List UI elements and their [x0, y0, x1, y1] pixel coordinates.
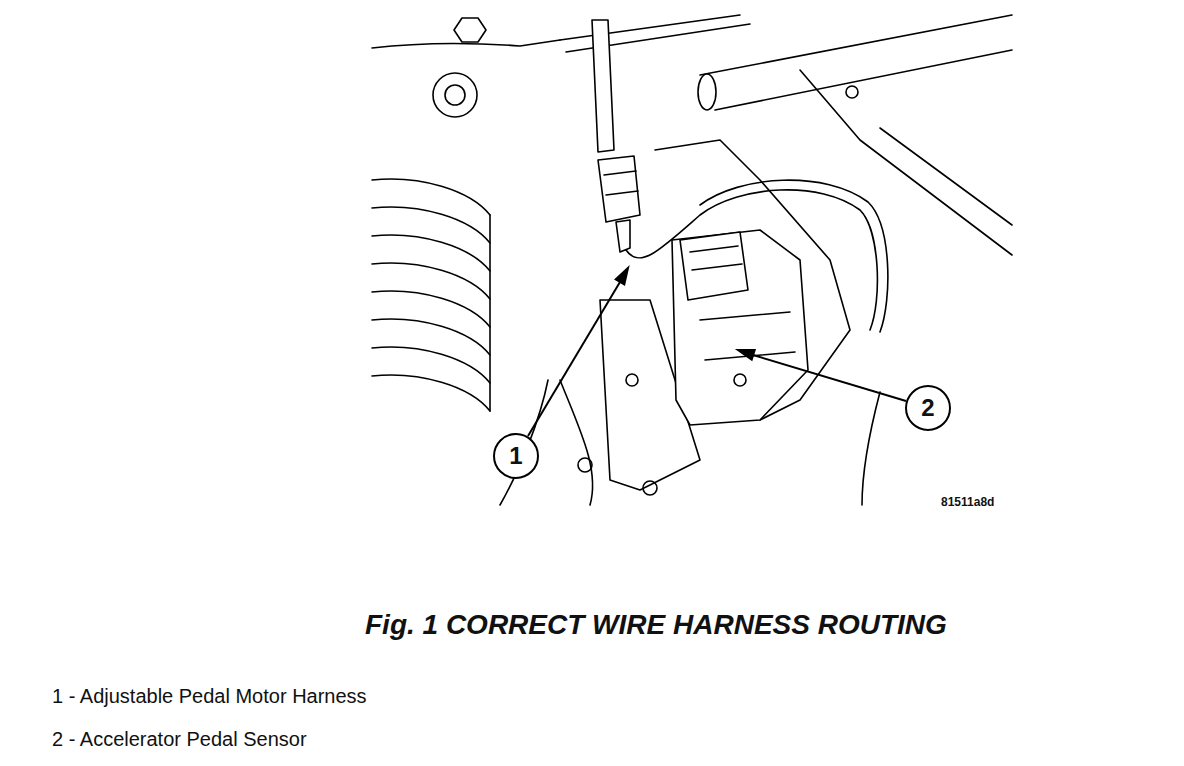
sensor-connector [690, 246, 742, 270]
bolt-head [454, 18, 486, 42]
connector-pin [616, 220, 630, 252]
nut [626, 374, 638, 386]
frame-line [880, 128, 1012, 225]
callout-number: 1 [509, 444, 522, 468]
figure-caption: Fig. 1 CORRECT WIRE HARNESS ROUTING [365, 609, 947, 641]
bellows [372, 179, 490, 215]
figure-code: 81511a8d [941, 495, 994, 509]
pedal-rod [592, 20, 614, 152]
sensor-detail [700, 312, 795, 360]
nut [846, 86, 858, 98]
pivot [433, 73, 477, 117]
callout-circle: 2 [905, 385, 951, 431]
harness-connector [598, 156, 640, 222]
leader-line [528, 282, 620, 436]
nut [578, 458, 592, 472]
leader-arrowhead [616, 268, 628, 284]
bellows [372, 235, 490, 271]
bellows [372, 207, 490, 243]
frame-line [862, 392, 880, 505]
bellows [372, 347, 490, 383]
legend-line: 1 - Adjustable Pedal Motor Harness [52, 685, 367, 708]
bellows [372, 319, 490, 355]
rod [560, 15, 740, 40]
pivot [445, 85, 465, 105]
nut [643, 481, 657, 495]
bellows [489, 215, 491, 411]
pedal-sensor [672, 230, 808, 425]
frame-line [560, 380, 593, 505]
harness-connector [604, 171, 638, 195]
bellows [372, 375, 490, 411]
sensor-connector [680, 232, 748, 300]
nut [734, 374, 746, 386]
frame-line [800, 70, 1012, 255]
column-tube [715, 50, 1012, 110]
callout-number: 2 [921, 396, 934, 420]
leader-line [753, 355, 906, 401]
column-tube [698, 74, 716, 110]
callout-circle: 1 [493, 433, 539, 479]
bellows [372, 291, 490, 327]
leader-arrowhead [738, 350, 755, 360]
legend-line: 2 - Accelerator Pedal Sensor [52, 728, 307, 751]
bellows [372, 263, 490, 299]
